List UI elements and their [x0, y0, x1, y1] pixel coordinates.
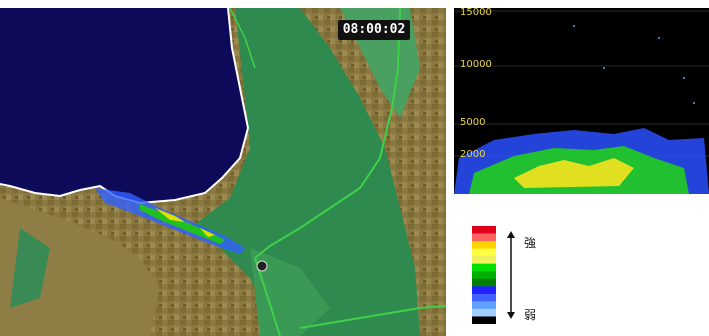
profile-tick-2000: 2000	[460, 149, 486, 160]
legend-swatch	[472, 301, 496, 310]
legend-swatch	[472, 263, 496, 272]
legend-weak-label: 弱	[524, 308, 537, 322]
legend-swatch	[472, 256, 496, 264]
legend-swatch	[472, 233, 496, 242]
legend-strong-label: 強	[524, 236, 537, 250]
legend-swatch	[472, 316, 496, 324]
vertical-profile: 15000 10000 5000 2000	[454, 8, 709, 194]
timestamp-label: 08:00:02	[338, 20, 410, 40]
intensity-legend: 強 弱	[472, 226, 552, 330]
profile-graph	[454, 10, 709, 194]
profile-tick-5000: 5000	[460, 117, 486, 128]
radar-map: 08:00:02	[0, 8, 446, 336]
double-arrow-icon	[507, 231, 515, 319]
legend-swatch	[472, 308, 496, 317]
legend-swatch	[472, 293, 496, 302]
legend-color-scale	[472, 226, 496, 324]
legend-swatch	[472, 248, 496, 257]
legend-swatch	[472, 278, 496, 287]
profile-tick-15000: 15000	[460, 8, 492, 18]
legend-swatch	[472, 286, 496, 295]
legend-swatch	[472, 226, 496, 234]
legend-swatch	[472, 271, 496, 280]
terrain-map	[0, 8, 446, 336]
legend-swatch	[472, 241, 496, 249]
profile-tick-10000: 10000	[460, 59, 492, 70]
